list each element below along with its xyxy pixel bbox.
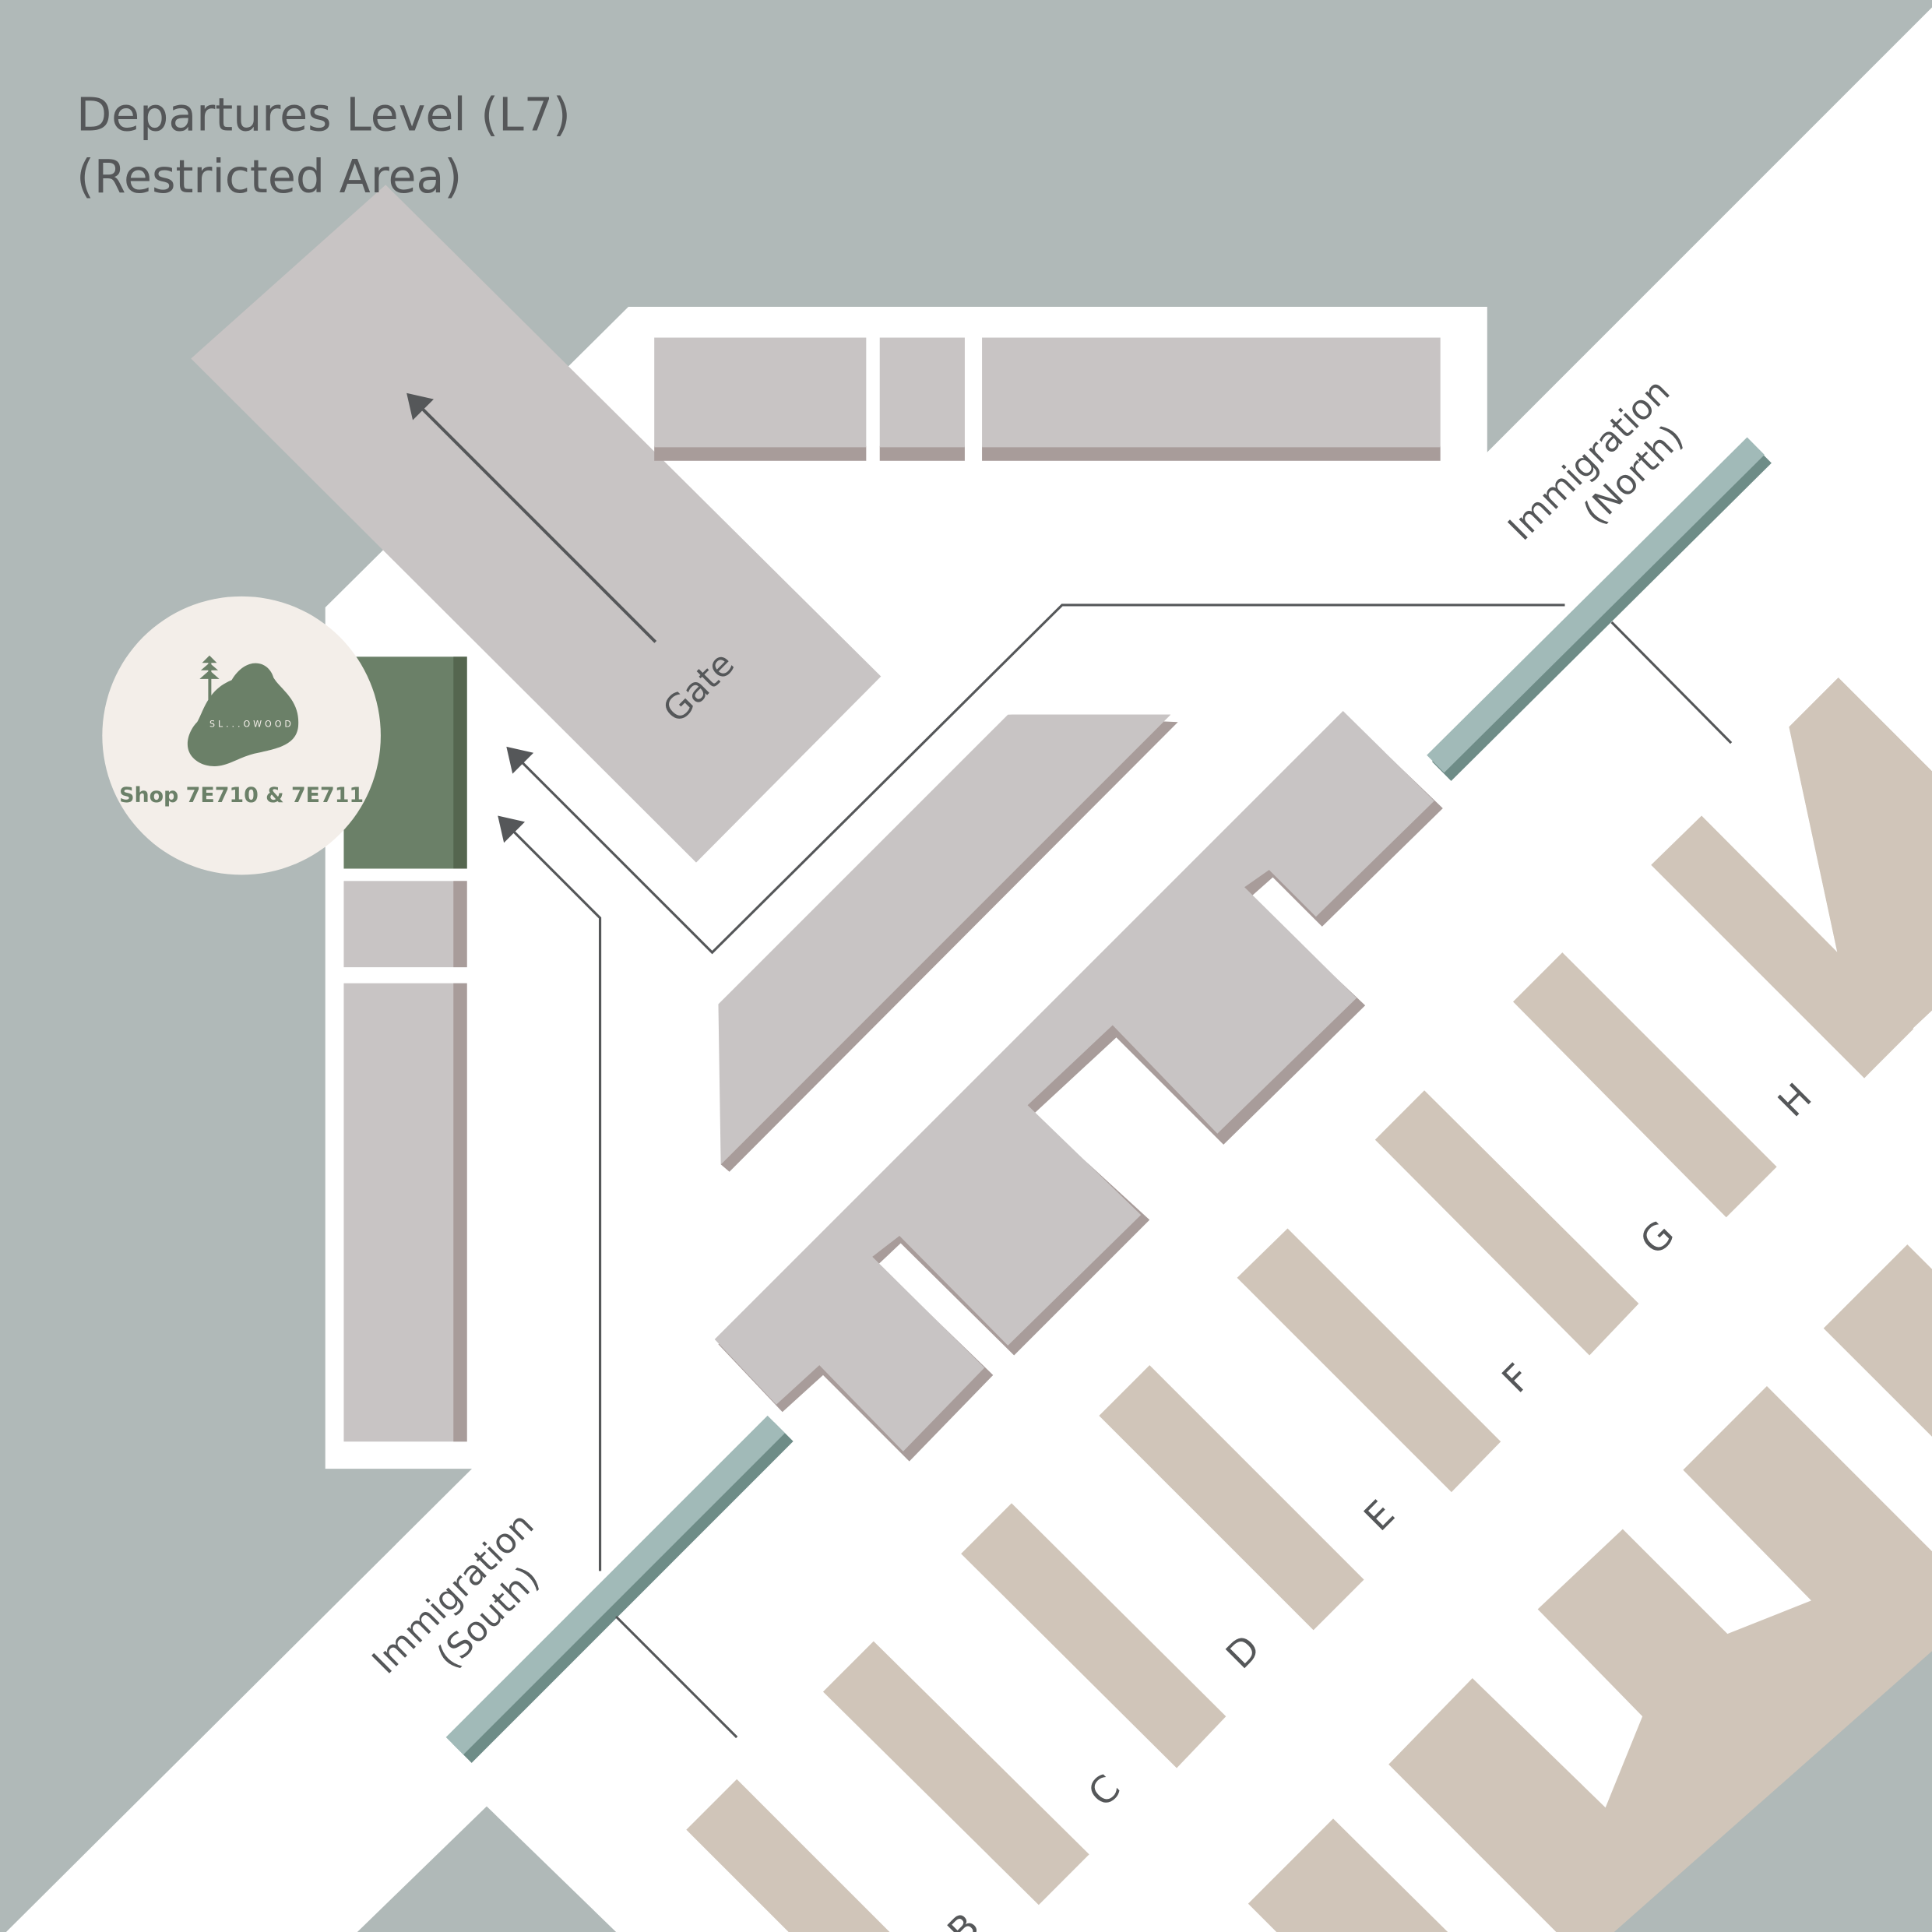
slowood-logo: SL...OWOOD — [187, 655, 299, 766]
store-block — [822, 1641, 1089, 1906]
route-south-to-shop — [509, 827, 602, 1571]
store-block — [1823, 1244, 1932, 1437]
svg-text:SL...OWOOD: SL...OWOOD — [209, 720, 294, 730]
map-title: Departures Level (L7) — [76, 89, 571, 142]
gate-arrow — [406, 392, 657, 643]
map-subtitle: (Restricted Area) — [76, 150, 462, 203]
store-block — [961, 1503, 1226, 1768]
central-building — [718, 714, 1171, 1165]
central-building-shadow — [720, 714, 1178, 1172]
immigration-north-bar — [1427, 437, 1772, 781]
arrow-head-icon — [498, 815, 526, 843]
top-shops — [654, 337, 1441, 461]
route-lines — [509, 604, 1733, 1739]
non-public-area-bottom-left — [357, 1806, 617, 1932]
store-block — [1248, 1818, 1448, 1932]
store-block — [1651, 815, 1914, 1079]
shop-callout[interactable]: SL...OWOOD Shop 7E710 & 7E711 — [102, 596, 381, 875]
store-block — [686, 1779, 890, 1932]
store-block — [1374, 1090, 1639, 1356]
store-block-h-fix — [1789, 677, 1932, 1079]
store-block — [1513, 952, 1777, 1218]
immigration-south-bar — [445, 1415, 794, 1763]
route-north-to-shop — [516, 604, 1565, 955]
arrow-head-icon — [506, 746, 534, 774]
store-block — [1099, 1365, 1364, 1631]
shop-label: Shop 7E710 & 7E711 — [119, 783, 364, 808]
security-building — [714, 710, 1443, 1462]
store-block — [1237, 1228, 1501, 1493]
